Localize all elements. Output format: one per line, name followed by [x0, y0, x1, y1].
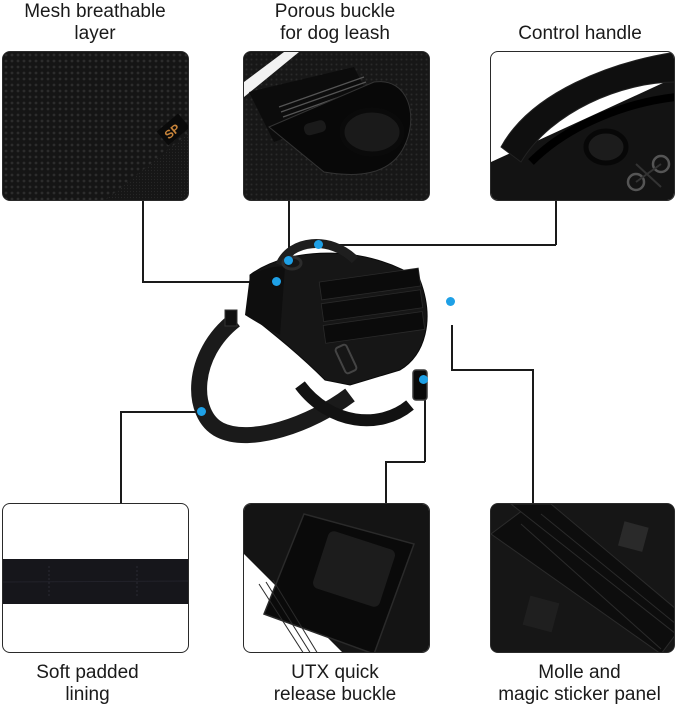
connector-line-molle [532, 369, 534, 503]
label-line: Porous buckle [274, 1, 396, 22]
dog-harness-product-image [180, 235, 480, 445]
label-control-handle: Control handle [485, 23, 675, 45]
lining-strap-graphic [3, 559, 188, 604]
connector-line-buckle [288, 201, 290, 261]
connector-line-handle [555, 201, 557, 245]
connector-line-utx [385, 461, 425, 463]
connector-line-mesh [142, 201, 144, 282]
label-line: lining [65, 684, 110, 705]
handle-graphic [491, 52, 674, 200]
control-handle-detail-image [490, 51, 675, 201]
label-line: UTX quick [291, 662, 379, 683]
callout-dot-utx [419, 375, 428, 384]
label-line: release buckle [273, 684, 397, 705]
label-porous-buckle: Porous buckle for dog leash [240, 1, 430, 45]
porous-buckle-detail-image [243, 51, 430, 201]
label-line: magic sticker panel [498, 684, 661, 705]
utx-buckle-detail-image [243, 503, 430, 653]
mesh-layer-detail-image: SP [2, 51, 189, 201]
connector-line-lining [120, 411, 202, 413]
connector-line-mesh [142, 281, 277, 283]
label-line: for dog leash [280, 23, 390, 44]
molle-panel-graphic [491, 504, 674, 652]
callout-dot-mesh [272, 277, 281, 286]
callout-dot-handle [314, 240, 323, 249]
callout-dot-buckle [284, 256, 293, 265]
connector-line-utx [424, 382, 426, 462]
connector-line-molle [451, 325, 453, 370]
connector-line-utx [385, 461, 387, 503]
label-line: Control handle [518, 23, 642, 44]
connector-line-lining [120, 411, 122, 503]
buckle-graphic [244, 52, 429, 200]
molle-panel-detail-image [490, 503, 675, 653]
label-line: Molle and [538, 662, 621, 683]
mesh-texture-graphic: SP [3, 52, 188, 200]
padded-lining-detail-image [2, 503, 189, 653]
harness-graphic [191, 239, 428, 444]
label-line: Mesh breathable [24, 1, 166, 22]
connector-line-handle [318, 244, 556, 246]
label-line: Soft padded [36, 662, 139, 683]
callout-dot-molle [446, 297, 455, 306]
label-soft-padded-lining: Soft padded lining [0, 662, 175, 706]
utx-buckle-graphic [244, 504, 429, 652]
label-line: layer [74, 23, 116, 44]
callout-dot-lining [197, 407, 206, 416]
connector-line-molle [451, 369, 533, 371]
label-molle-magic-sticker-panel: Molle and magic sticker panel [480, 662, 679, 706]
label-mesh-breathable-layer: Mesh breathable layer [0, 1, 190, 45]
label-utx-quick-release-buckle: UTX quick release buckle [240, 662, 430, 706]
